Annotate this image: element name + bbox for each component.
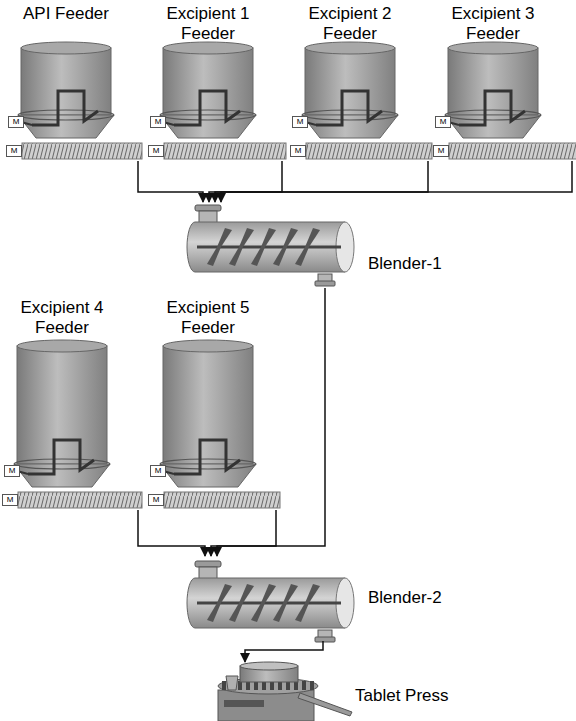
blender-illustration bbox=[187, 561, 354, 642]
motor-label: M bbox=[148, 494, 164, 506]
blender-node: Blender-2 bbox=[185, 556, 465, 641]
feeder-node: Excipient 1 Feeder bbox=[146, 2, 288, 161]
motor-label: M bbox=[6, 145, 22, 157]
flow-connector bbox=[215, 161, 428, 202]
motor-label: M bbox=[433, 145, 449, 157]
feeder-illustration bbox=[445, 42, 576, 159]
node-label: Blender-2 bbox=[368, 588, 442, 608]
node-label: Excipient 5 Feeder bbox=[152, 298, 264, 338]
feeder-node: Excipient 3 Feeder bbox=[434, 2, 576, 161]
motor-label: M bbox=[2, 494, 18, 506]
feeder-illustration bbox=[18, 42, 142, 159]
flow-connector bbox=[138, 161, 203, 202]
feeder-illustration bbox=[302, 42, 432, 159]
feeder-illustration bbox=[160, 340, 280, 508]
node-label: API Feeder bbox=[23, 4, 109, 24]
motor-label: M bbox=[4, 465, 20, 477]
motor-label: M bbox=[148, 145, 164, 157]
node-label: Excipient 2 Feeder bbox=[294, 4, 406, 44]
flow-connector bbox=[245, 641, 323, 662]
flow-connector bbox=[138, 510, 205, 556]
motor-label: M bbox=[150, 116, 166, 128]
node-label: Tablet Press bbox=[355, 686, 449, 706]
node-label: Excipient 1 Feeder bbox=[152, 4, 264, 44]
blender-node: Blender-1 bbox=[185, 202, 465, 288]
flow-connector bbox=[221, 161, 572, 202]
tablet-press-node: Tablet Press bbox=[215, 662, 455, 721]
blender-illustration bbox=[187, 205, 354, 286]
node-label: Excipient 3 Feeder bbox=[437, 4, 549, 44]
flow-connector bbox=[211, 510, 276, 556]
motor-label: M bbox=[150, 465, 166, 477]
feeder-node: API Feeder bbox=[2, 2, 144, 161]
feeder-illustration bbox=[160, 42, 286, 159]
motor-label: M bbox=[435, 116, 451, 128]
feeder-node: Excipient 4 Feeder bbox=[2, 296, 144, 510]
node-label: Blender-1 bbox=[368, 254, 442, 274]
node-label: Excipient 4 Feeder bbox=[6, 298, 118, 338]
flow-connector bbox=[209, 161, 282, 202]
feeder-node: Excipient 5 Feeder bbox=[146, 296, 284, 510]
feeder-illustration bbox=[14, 340, 142, 508]
feeder-node: Excipient 2 Feeder bbox=[288, 2, 434, 161]
tablet-press-illustration bbox=[218, 662, 352, 721]
motor-label: M bbox=[8, 116, 24, 128]
motor-label: M bbox=[290, 145, 306, 157]
motor-label: M bbox=[292, 116, 308, 128]
